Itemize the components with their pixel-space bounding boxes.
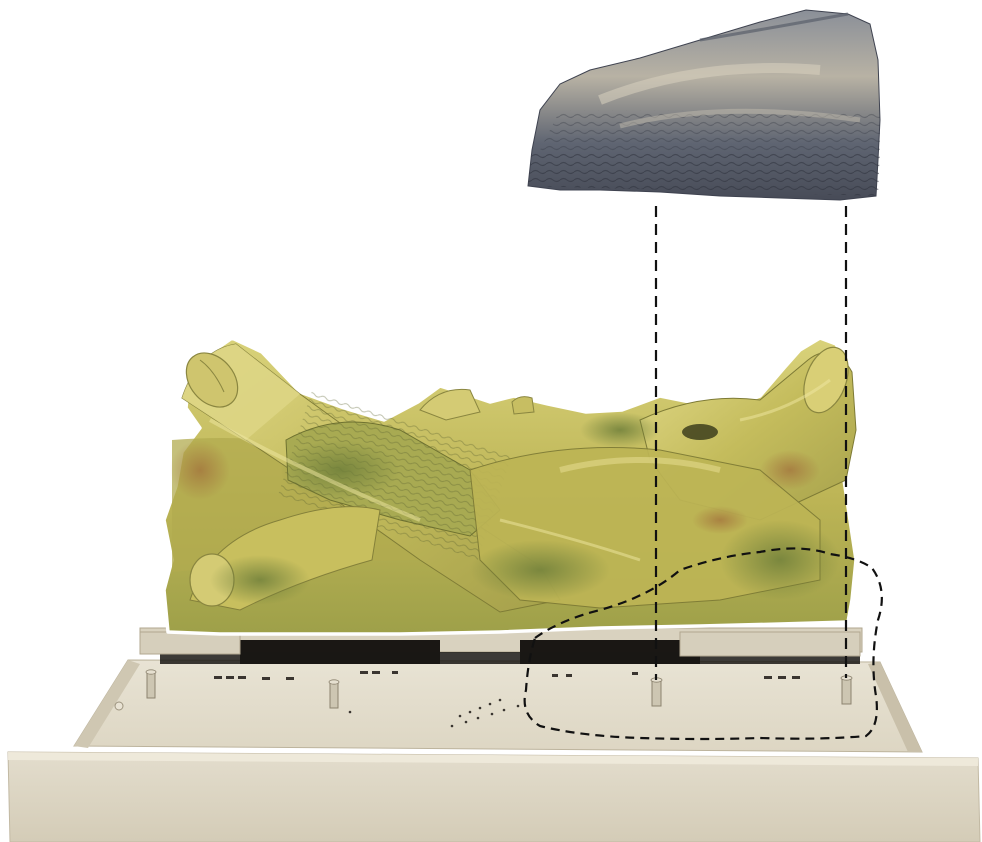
detached-log-piece (528, 10, 880, 200)
tray-front-lip (8, 752, 980, 842)
log-set (164, 338, 856, 634)
ember-tray (8, 628, 980, 842)
